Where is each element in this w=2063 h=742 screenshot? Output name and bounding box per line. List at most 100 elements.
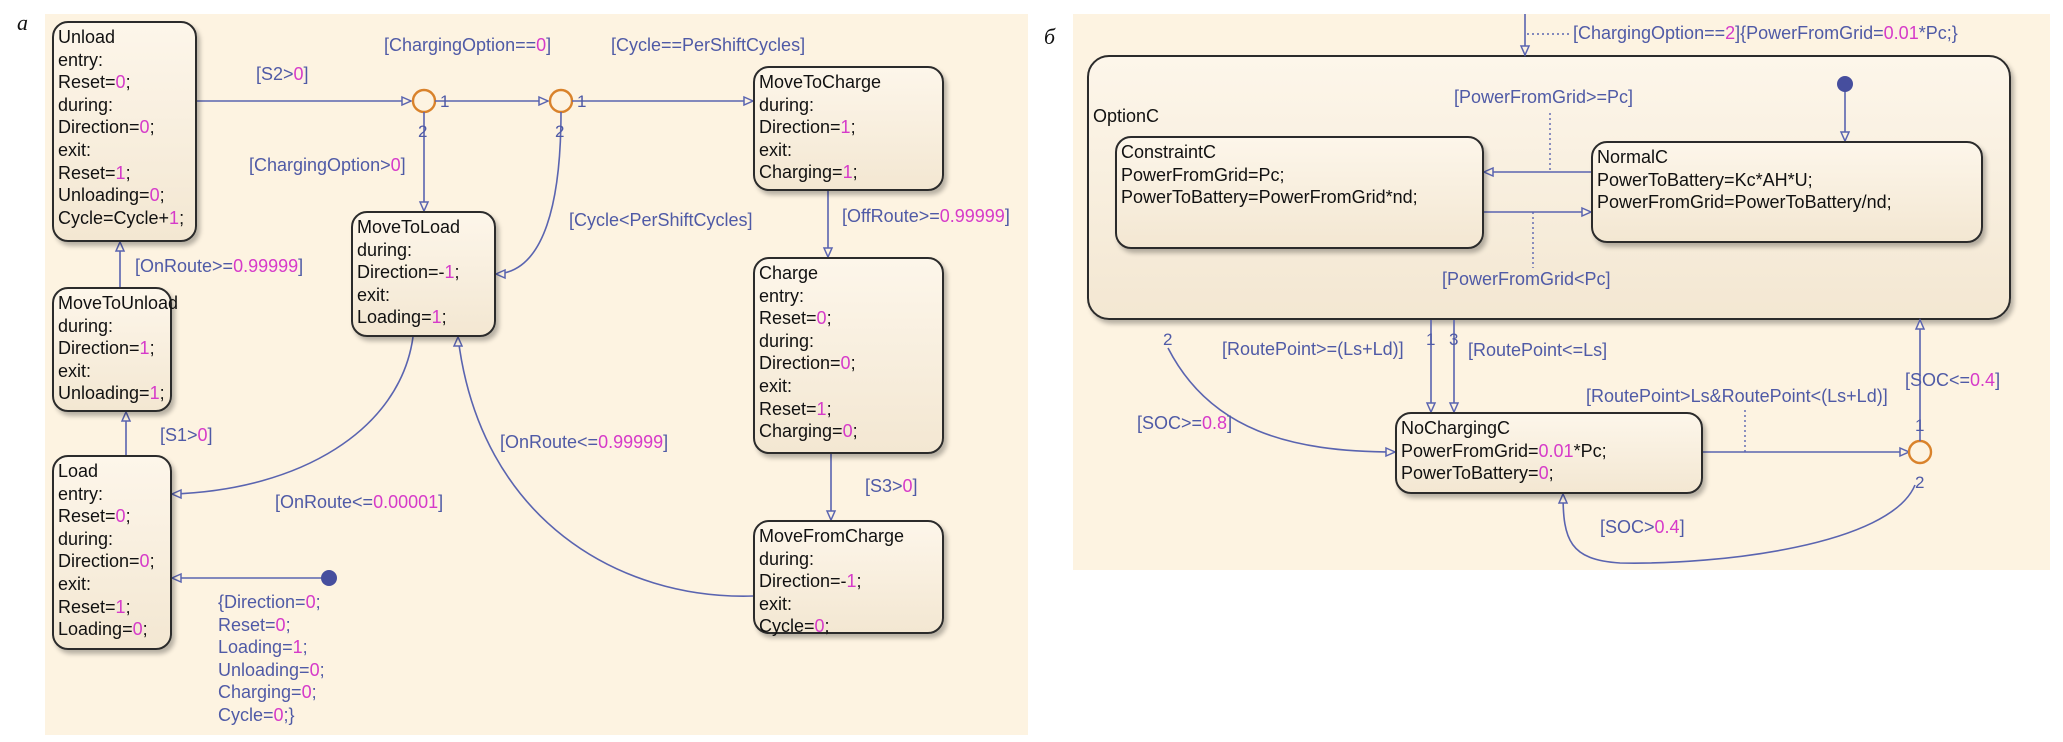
label-rp-le[interactable]: [RoutePoint<=Ls] — [1468, 339, 1607, 362]
label-charging-option-gt0[interactable]: [ChargingOption>0] — [249, 154, 406, 177]
label-soc-le[interactable]: [SOC<=0.4] — [1905, 369, 2000, 392]
numeric-literal: 0 — [293, 64, 304, 84]
state-name: MoveToCharge — [759, 72, 882, 92]
state-name: MoveToUnload — [58, 293, 179, 313]
state-action-line: exit: — [759, 139, 793, 160]
numeric-literal: 0.01 — [1883, 23, 1919, 43]
numeric-literal: 1 — [842, 162, 853, 183]
label-s1[interactable]: [S1>0] — [160, 424, 213, 447]
transition-action: ]{PowerFromGrid=0.01*Pc;} — [1735, 23, 1958, 43]
state-action-line: Reset=1; — [58, 162, 131, 183]
label-rp-between[interactable]: [RoutePoint>Ls&RoutePoint<(Ls+Ld)] — [1586, 385, 1888, 408]
transition-condition: [OnRoute>=0.99999] — [135, 256, 304, 276]
state-action-line: during: — [759, 94, 815, 115]
numeric-literal: 0 — [816, 308, 827, 329]
label-cycle-eq[interactable]: [Cycle==PerShiftCycles] — [611, 34, 805, 57]
label-entry-option-c[interactable]: [ChargingOption==2]{PowerFromGrid=0.01*P… — [1573, 22, 1958, 45]
state-name: MoveFromCharge — [759, 526, 905, 546]
numeric-literal: 0.99999 — [598, 432, 664, 452]
state-name: ConstraintC — [1121, 142, 1217, 162]
state-name: NoChargingC — [1401, 418, 1511, 438]
transition-condition: [ChargingOption==2 — [1573, 23, 1736, 43]
state-action-line: Direction=1; — [759, 117, 856, 138]
panel-a-letter: а — [17, 10, 28, 35]
label-pfg-lt[interactable]: [PowerFromGrid<Pc] — [1442, 268, 1611, 291]
state-action-line: exit: — [58, 139, 92, 160]
transition-condition: [RoutePoint<=Ls] — [1468, 340, 1608, 360]
numeric-literal: 1 — [149, 383, 160, 404]
state-action-line: exit: — [357, 284, 391, 305]
label-s3[interactable]: [S3>0] — [865, 475, 918, 498]
state-action-line: Direction=0; — [759, 353, 856, 374]
state-action-line: PowerFromGrid=Pc; — [1121, 164, 1285, 185]
state-name: MoveToLoad — [357, 217, 461, 237]
numeric-literal: 1 — [292, 637, 303, 658]
state-action-line: Charging=1; — [759, 162, 858, 183]
numeric-literal: 2 — [1725, 23, 1736, 43]
state-action-line: Unloading=0; — [58, 185, 165, 206]
numeric-literal: 0.4 — [1654, 517, 1680, 537]
label-rp-ge[interactable]: [RoutePoint>=(Ls+Ld)] — [1222, 338, 1404, 361]
transition-condition: [RoutePoint>Ls&RoutePoint<(Ls+Ld)] — [1586, 386, 1888, 406]
numeric-literal: 0.00001 — [373, 492, 439, 512]
label-offroute[interactable]: [OffRoute>=0.99999] — [842, 205, 1010, 228]
action-line: Charging=0; — [218, 682, 317, 703]
numeric-literal: 1 — [816, 398, 827, 419]
numeric-literal: 0 — [814, 616, 825, 637]
transition-condition: [Cycle==PerShiftCycles] — [611, 35, 806, 55]
numeric-literal: 0 — [536, 35, 547, 55]
action-line: Reset=0; — [218, 614, 291, 635]
state-action-line: PowerToBattery=Kc*AH*U; — [1597, 169, 1813, 190]
state-name: Load — [58, 461, 99, 481]
transition-condition: [PowerFromGrid>=Pc] — [1454, 87, 1634, 107]
state-action-line: Direction=-1; — [759, 571, 862, 592]
state-name: Charge — [759, 263, 819, 283]
default-transition-action[interactable]: {Direction=0;Reset=0;Loading=1;Unloading… — [218, 591, 325, 727]
numeric-literal: 0 — [840, 353, 851, 374]
numeric-literal: 1 — [431, 307, 442, 328]
numeric-literal: 0 — [275, 614, 286, 635]
transition-condition: [S1>0] — [160, 425, 213, 445]
transition-condition: [PowerFromGrid<Pc] — [1442, 269, 1611, 289]
label-cycle-lt[interactable]: [Cycle<PerShiftCycles] — [569, 209, 753, 232]
label-soc-gt[interactable]: [SOC>0.4] — [1600, 516, 1685, 539]
state-action-line: Loading=1; — [357, 307, 447, 328]
label-soc-ge[interactable]: [SOC>=0.8] — [1137, 412, 1232, 435]
state-action-line: Direction=-1; — [357, 262, 460, 283]
state-action-line: during: — [58, 315, 114, 336]
label-pfg-ge[interactable]: [PowerFromGrid>=Pc] — [1454, 86, 1633, 109]
numeric-literal: 0 — [305, 592, 316, 612]
transition-condition: [OffRoute>=0.99999] — [842, 206, 1010, 226]
numeric-literal: 0.99999 — [939, 206, 1005, 226]
state-action-line: Reset=0; — [58, 72, 131, 93]
label-s2[interactable]: [S2>0] — [256, 63, 309, 86]
label-onroute-ge[interactable]: [OnRoute>=0.99999] — [135, 255, 303, 278]
numeric-literal: 1 — [169, 207, 180, 228]
panel-b-letter: б — [1044, 24, 1056, 49]
label-onroute-le-high[interactable]: [OnRoute<=0.99999] — [500, 431, 668, 454]
state-action-line: entry: — [759, 285, 805, 306]
numeric-literal: 0 — [390, 155, 401, 175]
state-action-line: exit: — [759, 375, 793, 396]
numeric-literal: 0 — [132, 619, 143, 640]
state-action-line: PowerToBattery=PowerFromGrid*nd; — [1121, 187, 1418, 208]
label-onroute-le-low[interactable]: [OnRoute<=0.00001] — [275, 491, 443, 514]
action-line: {Direction=0; — [218, 592, 321, 612]
numeric-literal: 0.99999 — [233, 256, 299, 276]
transition-condition: [OnRoute<=0.00001] — [275, 492, 444, 512]
label-charging-option-eq0[interactable]: [ChargingOption==0] — [384, 34, 551, 57]
numeric-literal: 0 — [842, 421, 853, 442]
numeric-literal: 1 — [139, 338, 150, 359]
numeric-literal: 1 — [840, 117, 851, 138]
numeric-literal: 1 — [115, 162, 126, 183]
